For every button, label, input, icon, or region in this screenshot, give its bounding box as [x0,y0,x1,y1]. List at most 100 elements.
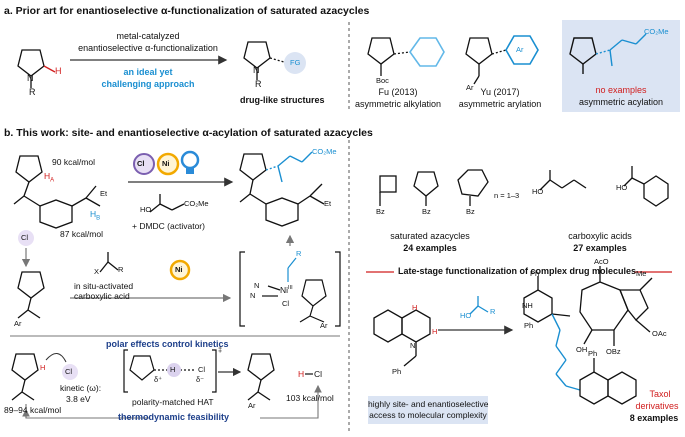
bde-range: 89–94 kcal/mol [4,405,62,415]
kinetic-line2: 3.8 eV [66,394,91,404]
taxol-count: 8 examples [629,413,679,423]
late-acid [469,296,489,315]
piperidine-n [457,169,489,206]
taxol-thq [579,358,637,405]
fu-structure [367,37,411,76]
highly-line2: access to molecular complexity [369,410,487,420]
delta-minus: δ⁻ [196,375,205,384]
section-b-title: b. This work: site- and enantioselective… [4,127,373,139]
bde-alpha: 90 kcal/mol [52,157,95,167]
radical-pyrrolidine [17,271,45,319]
cl-complex: Cl [282,299,290,308]
azacycles-count: 24 examples [403,243,457,253]
taxol-ph-top: Ph [530,269,540,278]
n-range: n = 1–3 [494,191,520,200]
ho-label: HO [140,205,152,214]
ha-label: HA [44,171,55,184]
ideal-line2: challenging approach [101,79,195,89]
cyclohexyl-ring [409,37,445,67]
reagent-line2: enantioselective α-functionalization [78,43,218,53]
bde-hcl: 103 kcal/mol [286,393,334,403]
thq-h-side: H [432,327,438,336]
cl-catalyst: Cl [137,159,145,168]
polar-title: polar effects control kinetics [106,339,229,349]
fu-line1: Fu (2013) [378,87,418,97]
hcl-h: H [298,369,305,379]
taxol-oh: OH [576,345,588,354]
n-label-product: N [253,65,260,75]
hb-label: HB [90,209,101,222]
taxol-sidechain [551,313,581,391]
pyrrolidine-product [243,41,285,80]
in-situ-line1: in situ-activated [74,281,134,291]
thq-substrate [373,309,431,367]
product-co2me: CO₂Me [312,147,337,156]
highly-panel [368,396,488,424]
hat-start [11,353,39,401]
fg-circle [284,52,306,74]
fg-label: FG [290,58,301,67]
r-complex: R [296,249,302,258]
thq-ph: Ph [392,367,402,376]
taxol-obz: OBz [606,347,621,356]
taxol-line1: Taxol [649,389,671,399]
thq-n: N [410,341,416,350]
pyrrolidine-start [17,49,56,88]
hat-product [247,353,275,401]
ideal-line1: an ideal yet [123,67,173,77]
ts-h: H [170,365,176,374]
dmdc-label: + DMDC (activator) [132,221,205,231]
ar-hat-product: Ar [248,401,256,410]
acids-count: 27 examples [573,243,627,253]
bde-benzylic: 87 kcal/mol [60,229,103,239]
thq-h-top: H [412,303,418,312]
n-ligand-2: N [250,291,256,300]
product-caption: drug-like structures [240,95,325,105]
kinetic-line1: kinetic (ω): [60,383,102,393]
n-ligand-1: N [254,281,260,290]
r-acyl: R [118,265,124,274]
taxol-aco: AcO [594,257,609,266]
highly-line1: highly site- and enantioselective [368,399,489,409]
taxol-ph: Ph [524,321,534,330]
butyric-acid [539,170,587,191]
n-label-start: N [27,73,34,83]
ni-complex [239,251,341,327]
azetidine [379,175,397,206]
late-acid-r: R [490,307,496,316]
bz-pyrrolidine: Bz [422,207,431,216]
ho-butyric: HO [532,187,544,196]
acid-co2me: CO₂Me [184,199,209,208]
delta-plus: δ⁺ [154,375,163,384]
cl-catalyst-circle [133,153,155,175]
section-a-title: a. Prior art for enantioselective α-func… [4,5,370,17]
product-amide [239,153,325,227]
yu-line1: Yu (2017) [480,87,520,97]
hat-h: H [40,363,46,372]
taxol-me: Me [636,269,647,278]
boc-label: Boc [376,76,389,85]
acid-structure [149,194,185,213]
ni-complex: NiIII [280,285,293,295]
no-examples-panel [562,20,680,112]
x-label: X [94,267,100,276]
dagger: ‡ [218,345,223,354]
cl-radical-circle [18,230,34,246]
reagent-line1: metal-catalyzed [116,31,180,41]
ts-h-circle [167,363,181,377]
azacycles-caption: saturated azacycles [390,231,470,241]
late-stage-title: Late-stage functionalization of complex … [398,266,637,276]
ho-benzoic: HO [616,183,628,192]
ar-label-ring: Ar [516,45,524,54]
hat-cl: Cl [65,367,73,376]
acylation-label: asymmetric acylation [578,97,664,107]
hcl-cl: Cl [314,369,323,379]
r-label-start: R [29,87,36,97]
product-et: Et [324,199,332,208]
h-label-start: H [55,66,62,76]
taxol-thq-ph: Ph [588,349,598,358]
r-label-product: R [255,79,262,89]
activated-acid [99,252,119,273]
thioamide-ar: Ar [466,83,474,92]
